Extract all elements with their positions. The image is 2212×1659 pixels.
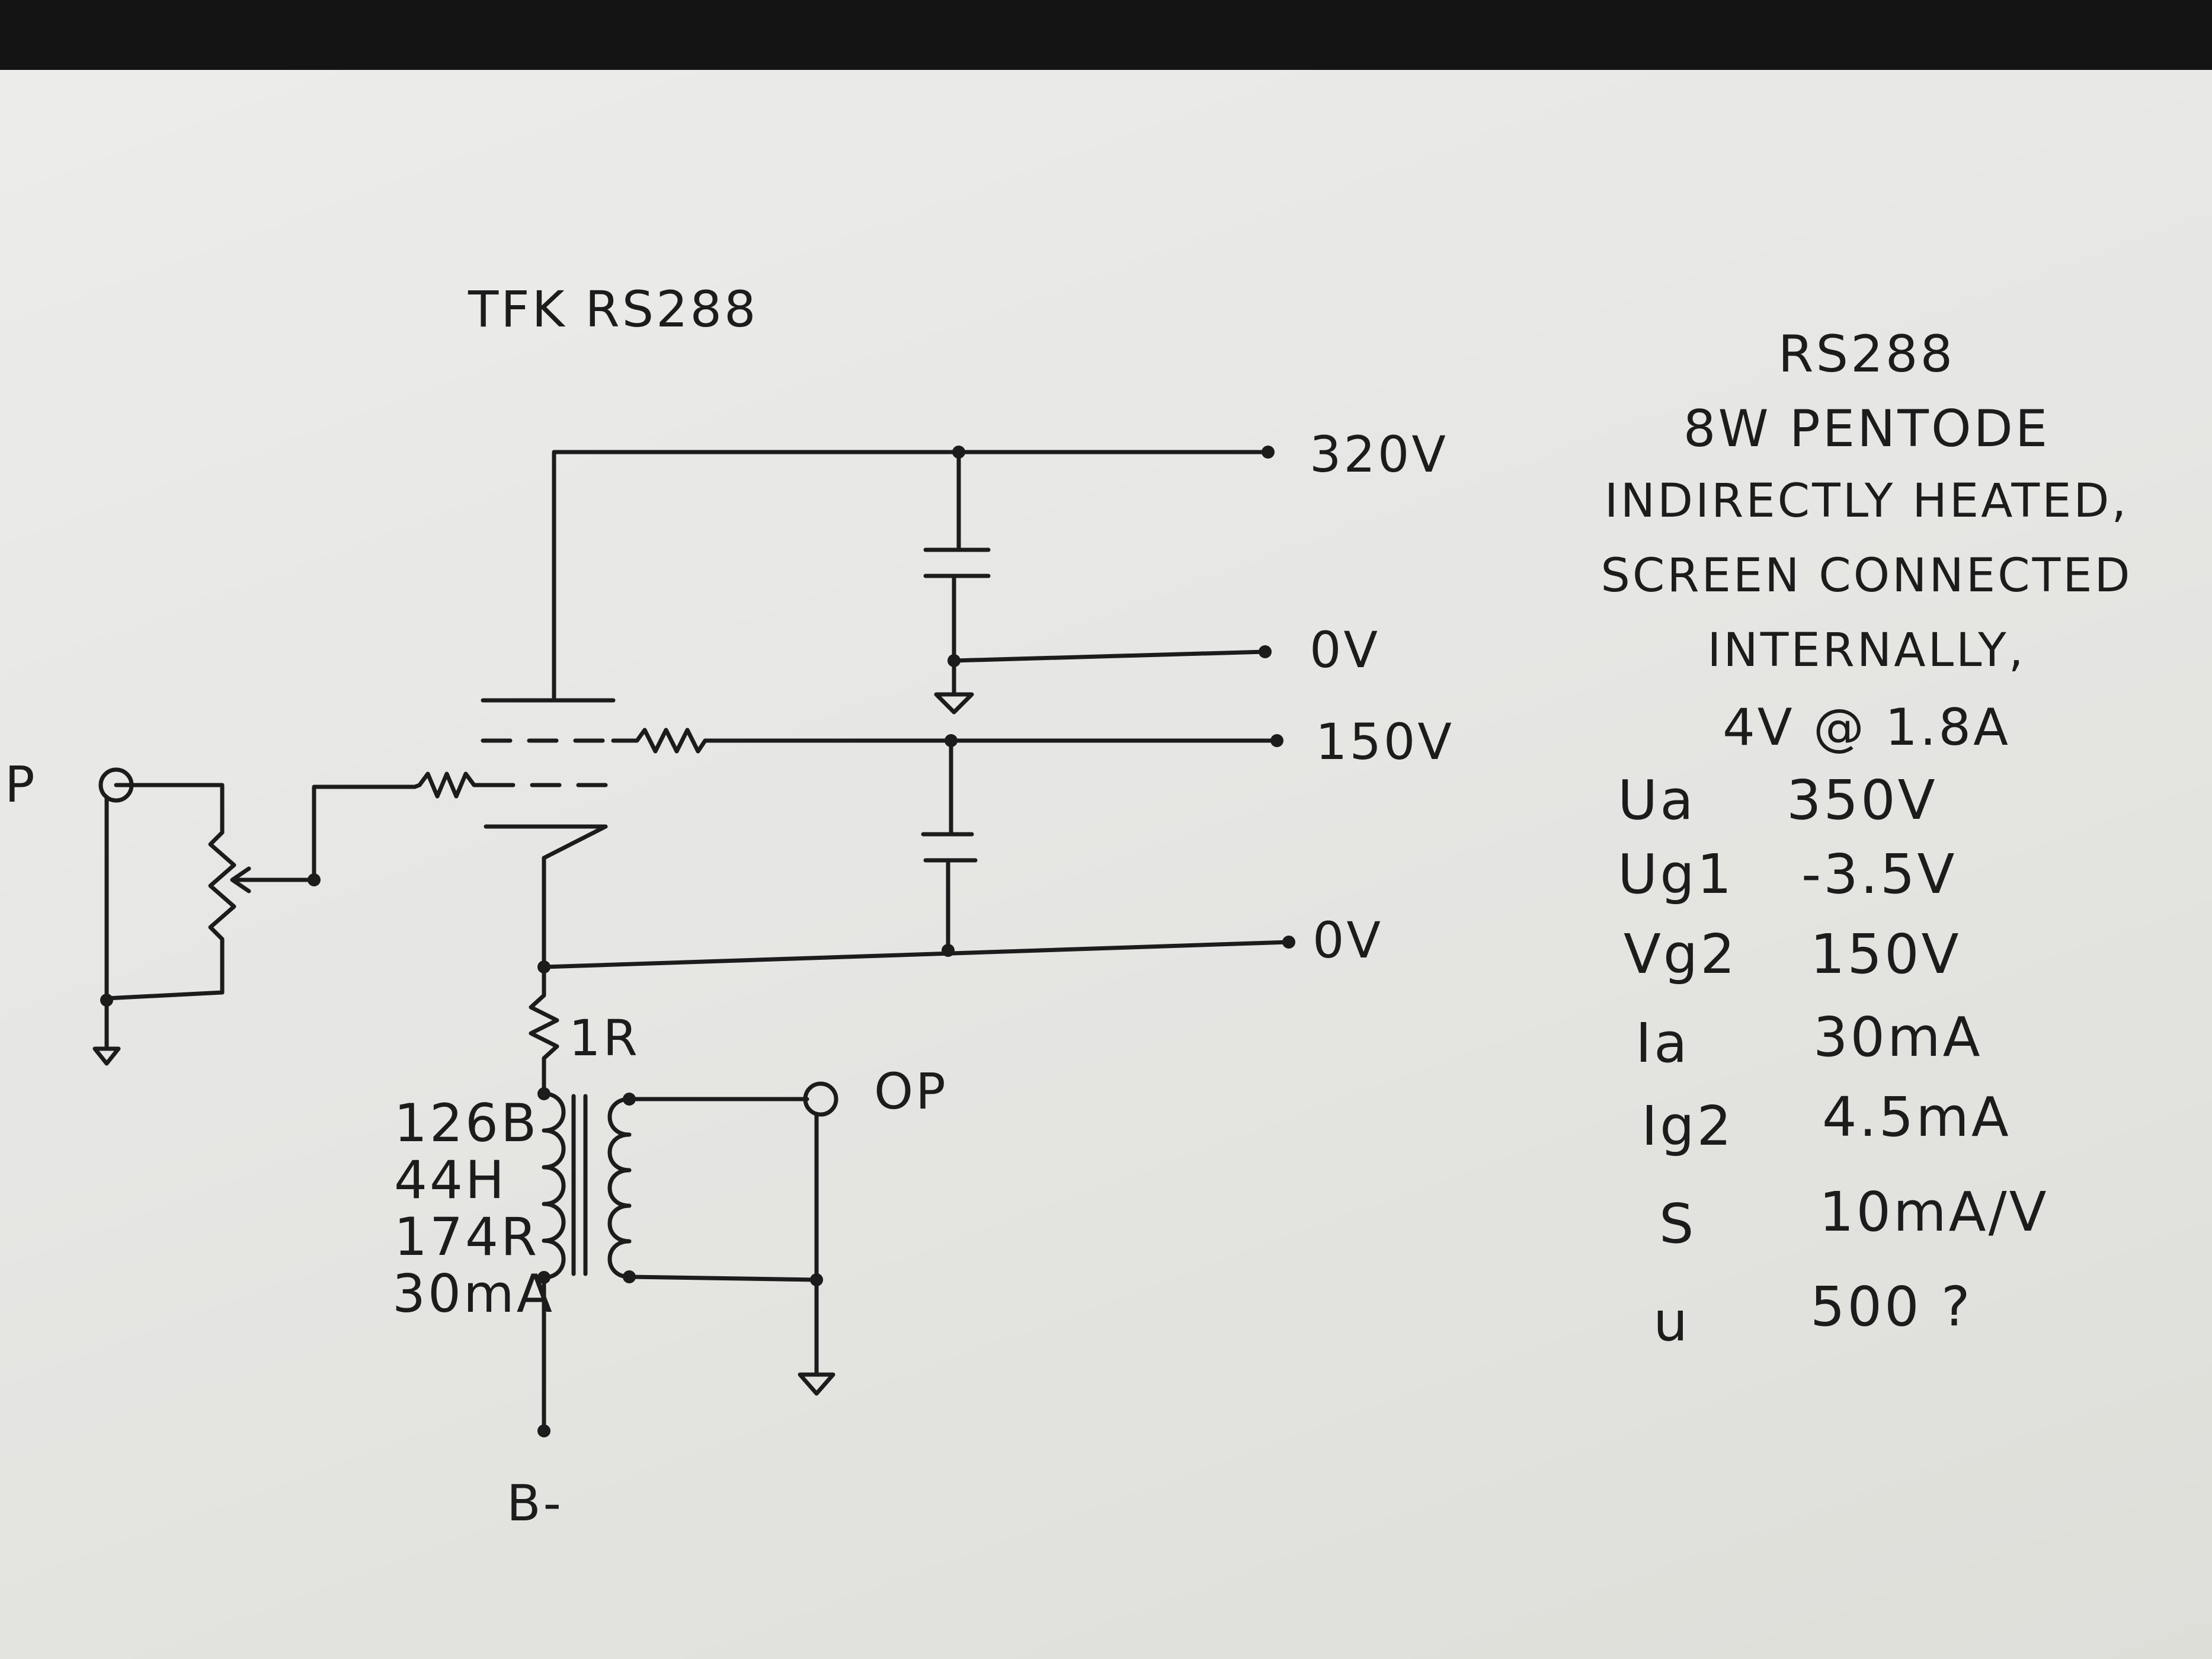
spec-value: 10mA/V [1819, 1180, 2049, 1244]
junction-dot [810, 1273, 823, 1286]
schematic-title: TFK RS288 [468, 280, 758, 338]
wire-secondary-bottom [627, 1274, 819, 1282]
junction-dot [945, 734, 958, 747]
junction-dot [623, 1270, 636, 1283]
grid-resistor-icon [412, 771, 488, 799]
wire-input [114, 783, 225, 835]
junction-dots [100, 446, 1295, 1437]
spec-value: 350V [1787, 768, 1938, 832]
junction-dot [537, 960, 550, 973]
notes-line: 4V @ 1.8A [1723, 698, 2011, 757]
dark-background [0, 0, 2212, 70]
label-b-minus: B- [507, 1474, 564, 1532]
notes-line: RS288 [1778, 325, 1955, 384]
spec-name: Vg2 [1624, 923, 1737, 986]
junction-dot [537, 1271, 550, 1284]
terminal-dot [1270, 734, 1283, 747]
transformer-spec-line: 44H [394, 1149, 507, 1210]
label-0v-upper: 0V [1310, 621, 1380, 679]
junction-dot [952, 446, 965, 459]
spec-value: 500 ? [1810, 1275, 1973, 1338]
label-150v: 150V [1315, 713, 1454, 771]
pot-wiper-icon [230, 866, 316, 893]
spec-value: 4.5mA [1822, 1085, 2011, 1149]
notes-line: INDIRECTLY HEATED, [1604, 475, 2129, 528]
junction-dot [942, 944, 955, 957]
wire-grid-to-pot [312, 784, 417, 882]
transformer-primary-icon [542, 1091, 566, 1280]
notes-line: 8W PENTODE [1683, 399, 2050, 459]
output-socket-icon [803, 1081, 838, 1117]
terminal-dot [1259, 645, 1272, 658]
cathode-resistor-icon [529, 965, 559, 1096]
label-cathode-resistor: 1R [569, 1009, 640, 1067]
tube-notes: RS288 8W PENTODE INDIRECTLY HEATED, SCRE… [1541, 329, 2192, 777]
terminal-dot [537, 1424, 550, 1437]
terminal-dot [1262, 446, 1275, 459]
label-output: OP [874, 1062, 948, 1120]
spec-name: S [1659, 1192, 1696, 1256]
ground-icon [798, 1372, 835, 1396]
ground-icon [934, 692, 974, 715]
spec-name: Ua [1618, 768, 1696, 832]
terminal-dot [1282, 936, 1295, 949]
spec-name: Ug1 [1618, 843, 1734, 906]
transformer-spec-line: 174R [394, 1206, 540, 1267]
label-input: P [5, 755, 37, 814]
spec-name: u [1653, 1290, 1691, 1353]
label-320v: 320V [1310, 425, 1448, 483]
wire-pot-bottom [104, 990, 225, 1001]
spec-value: 150V [1810, 923, 1961, 986]
transformer-secondary-icon [607, 1097, 632, 1279]
label-0v-lower: 0V [1313, 911, 1383, 969]
spec-name: Ig2 [1641, 1094, 1734, 1158]
spec-value: -3.5V [1801, 843, 1957, 906]
notes-line: INTERNALLY, [1707, 624, 2026, 677]
transformer-spec-line: 126B [394, 1093, 539, 1154]
spec-value: 30mA [1813, 1005, 1983, 1069]
paper-sheet [0, 70, 2212, 1659]
tube-cathode [484, 824, 608, 969]
junction-dot [308, 873, 321, 886]
junction-dot [623, 1093, 636, 1106]
transformer-spec-line: 30mA [392, 1263, 555, 1324]
spec-name: Ia [1635, 1011, 1690, 1075]
wire-0v-rail [542, 940, 1291, 969]
notes-line: SCREEN CONNECTED [1600, 549, 2133, 603]
junction-dot [100, 994, 113, 1007]
ground-icon [92, 1046, 121, 1066]
wire-0v-mid [952, 649, 1267, 663]
screen-resistor-icon [611, 728, 708, 754]
potentiometer-icon [208, 830, 236, 995]
junction-dot [947, 654, 961, 667]
junction-dot [537, 1087, 550, 1100]
